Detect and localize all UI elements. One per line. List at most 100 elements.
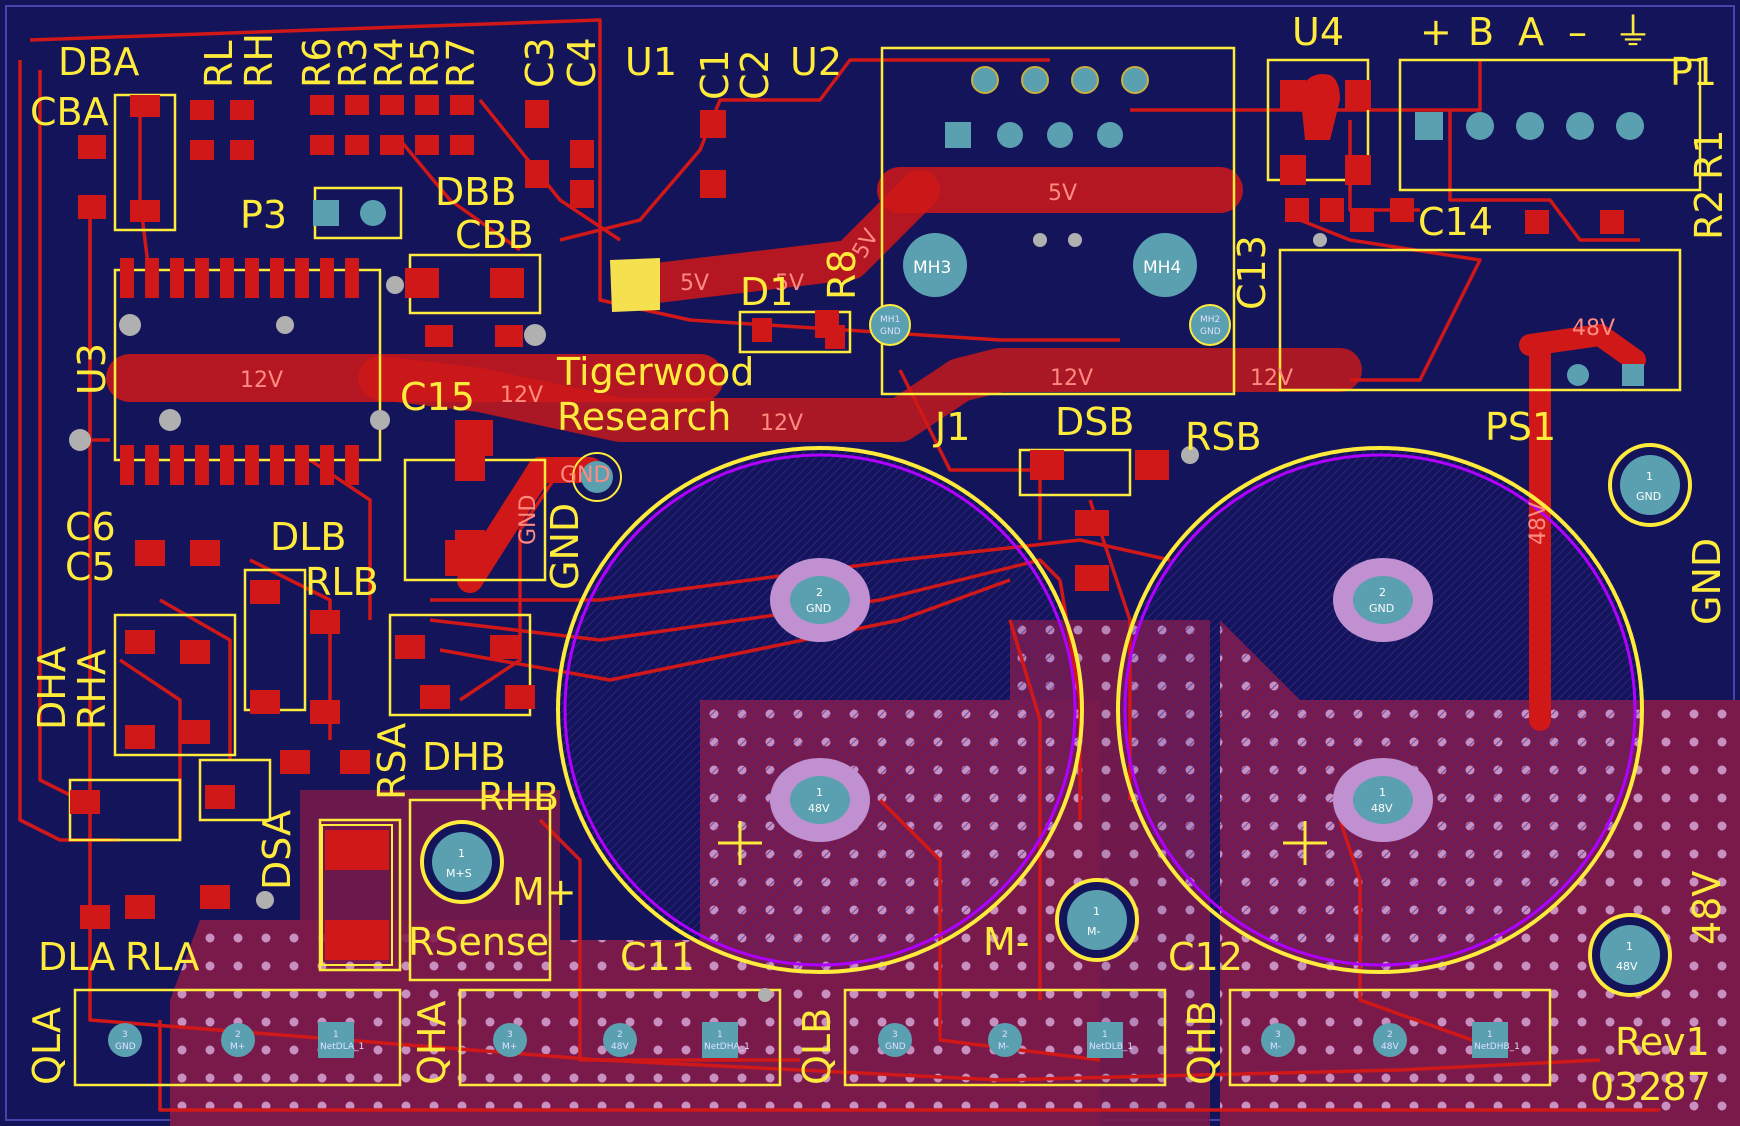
label-dhb: DHB <box>422 735 506 779</box>
brand-line2: Research <box>557 395 731 439</box>
ps1-pin-sq <box>1622 364 1644 386</box>
mh2-pad-net: GND <box>1200 327 1221 337</box>
ps1-pin <box>1567 364 1589 386</box>
mh4-label: MH4 <box>1143 258 1181 278</box>
rsense-body <box>321 824 393 966</box>
mh4-hole <box>1133 233 1197 297</box>
label-r2: R2 <box>1687 189 1731 240</box>
trace-48v-top <box>1519 324 1646 371</box>
net-label-48v-top: 48V <box>1572 316 1615 341</box>
label-mplus: M+ <box>512 870 577 914</box>
u4-regulator-tab <box>1300 74 1340 140</box>
qla-pin1: 1 <box>333 1030 339 1040</box>
p3-pin1 <box>313 200 339 226</box>
label-qhb: QHB <box>1180 1000 1224 1085</box>
cap-c12-outline-silk <box>1116 446 1644 974</box>
trace-12v-brand <box>358 348 1362 442</box>
c12-48v-net: 48V <box>1371 802 1393 815</box>
qlb-pin2: 2 <box>1002 1030 1008 1040</box>
label-c14: C14 <box>1418 200 1493 244</box>
qla-net2: M+ <box>230 1042 245 1052</box>
label-u4: U4 <box>1292 10 1344 54</box>
c12-gnd-net: GND <box>1369 602 1394 615</box>
rsense-pad-top <box>325 830 389 870</box>
c12-gnd-hole <box>1353 576 1413 624</box>
label-cba: CBA <box>30 90 109 134</box>
p1-pin-minus: – <box>1568 10 1587 54</box>
qhb-net3: M- <box>1270 1042 1281 1052</box>
label-rsense: RSense <box>408 920 549 964</box>
mminus-net: M- <box>1087 925 1100 938</box>
c12-gnd-pin: 2 <box>1379 586 1386 599</box>
qha-pin1: 1 <box>717 1030 723 1040</box>
j1-pins <box>945 66 1149 148</box>
label-c6: C6 <box>65 505 116 549</box>
p1-pins <box>1415 112 1644 140</box>
p3-pin2 <box>360 200 386 226</box>
mh1-pad <box>869 304 911 346</box>
label-c5: C5 <box>65 545 116 589</box>
qlb-net2: M- <box>998 1042 1009 1052</box>
qha-net2: 48V <box>611 1042 629 1052</box>
gnd-via-large-hole <box>581 461 613 493</box>
label-ps1: PS1 <box>1485 405 1556 449</box>
smd-pads <box>70 80 1624 929</box>
label-u1: U1 <box>625 40 677 84</box>
qhb-net2: 48V <box>1381 1042 1399 1052</box>
label-qha: QHA <box>410 1001 454 1085</box>
cap-c11-outline <box>563 453 1077 967</box>
qlb-net3: GND <box>885 1042 906 1052</box>
label-rha: RHA <box>70 649 114 730</box>
plus-marks <box>718 821 1327 865</box>
qlb-pin1: 1 <box>1102 1030 1108 1040</box>
p1-pin-gnd: ⏚ <box>1614 10 1652 54</box>
rsense-pad-bottom <box>325 920 389 960</box>
trace-5v-diag <box>620 170 940 305</box>
board-revision: Rev1 <box>1615 1020 1710 1064</box>
label-r5: R5 <box>403 37 447 88</box>
ms-terminal-hole <box>432 832 492 892</box>
qlb-pin3: 3 <box>892 1030 898 1040</box>
label-r4: R4 <box>367 37 411 88</box>
gnd-terminal-net: GND <box>1636 490 1661 503</box>
u3-pads <box>120 258 359 485</box>
cap-c12-hatch <box>1115 445 1645 975</box>
label-dla: DLA <box>38 935 115 979</box>
signal-vias <box>69 233 1327 1002</box>
c11-gnd-hole <box>790 576 850 624</box>
label-c13: C13 <box>1230 235 1274 310</box>
qla-pin2: 2 <box>235 1030 241 1040</box>
mh1-pad-name: MH1 <box>880 315 900 325</box>
cap-c12-outline <box>1123 453 1637 967</box>
silk-48v-right: 48V <box>1685 871 1729 945</box>
label-rsb: RSB <box>1185 415 1262 459</box>
label-rsa: RSA <box>370 723 414 800</box>
net-label-12v-brand: 12V <box>500 383 543 408</box>
v48-terminal-hole <box>1600 925 1660 985</box>
c11-gnd-pin: 2 <box>816 586 823 599</box>
label-qla: QLA <box>25 1007 69 1085</box>
qha-pin2: 2 <box>617 1030 623 1040</box>
label-p1: P1 <box>1670 50 1717 94</box>
label-rlb: RLB <box>305 560 379 604</box>
qhb-pin1: 1 <box>1487 1030 1493 1040</box>
qha-pin3: 3 <box>507 1030 513 1040</box>
c12-48v-hole <box>1353 776 1413 824</box>
label-c15: C15 <box>400 375 475 419</box>
label-u3: U3 <box>70 343 114 395</box>
label-rhb: RHB <box>478 775 559 819</box>
label-c12: C12 <box>1168 935 1243 979</box>
ms-net: M+S <box>446 867 472 880</box>
silk-outlines <box>68 46 1702 1087</box>
qhb-net1: NetDHB_1 <box>1474 1042 1520 1052</box>
label-u2: U2 <box>790 40 842 84</box>
label-d1: D1 <box>740 270 793 314</box>
gnd-terminal-top-right-hole <box>1620 455 1680 515</box>
cap-c11-outline-silk <box>556 446 1084 974</box>
mh1-pad-net: GND <box>880 327 901 337</box>
label-r7: R7 <box>439 37 483 88</box>
label-r1: R1 <box>1687 129 1731 180</box>
gnd-via-large <box>572 452 622 502</box>
net-label-gnd-via: GND <box>560 463 610 488</box>
